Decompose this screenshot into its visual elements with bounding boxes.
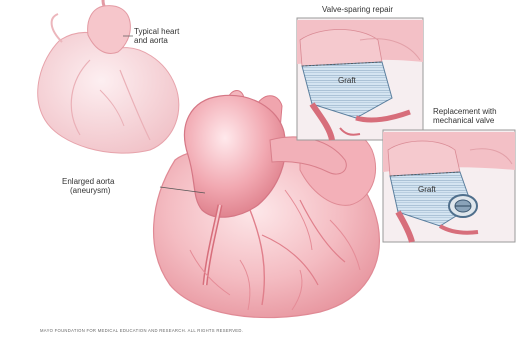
enlarged-aorta-label-1: Enlarged aorta: [62, 177, 115, 186]
typical-heart-label-1: Typical heart: [134, 27, 180, 36]
valve-sparing-panel: [297, 18, 423, 140]
mechanical-valve-panel: [383, 130, 515, 242]
replacement-label-1: Replacement with: [433, 107, 497, 116]
typical-heart-label-2: and aorta: [134, 36, 168, 45]
graft-label-bottom: Graft: [418, 185, 437, 194]
graft-label-top: Graft: [338, 76, 357, 85]
enlarged-aorta-label-2: (aneurysm): [70, 186, 111, 195]
replacement-label-2: mechanical valve: [433, 116, 495, 125]
copyright-notice: MAYO FOUNDATION FOR MEDICAL EDUCATION AN…: [40, 328, 243, 333]
valve-sparing-label: Valve-sparing repair: [322, 5, 393, 14]
typical-heart-drawing: [38, 0, 179, 153]
